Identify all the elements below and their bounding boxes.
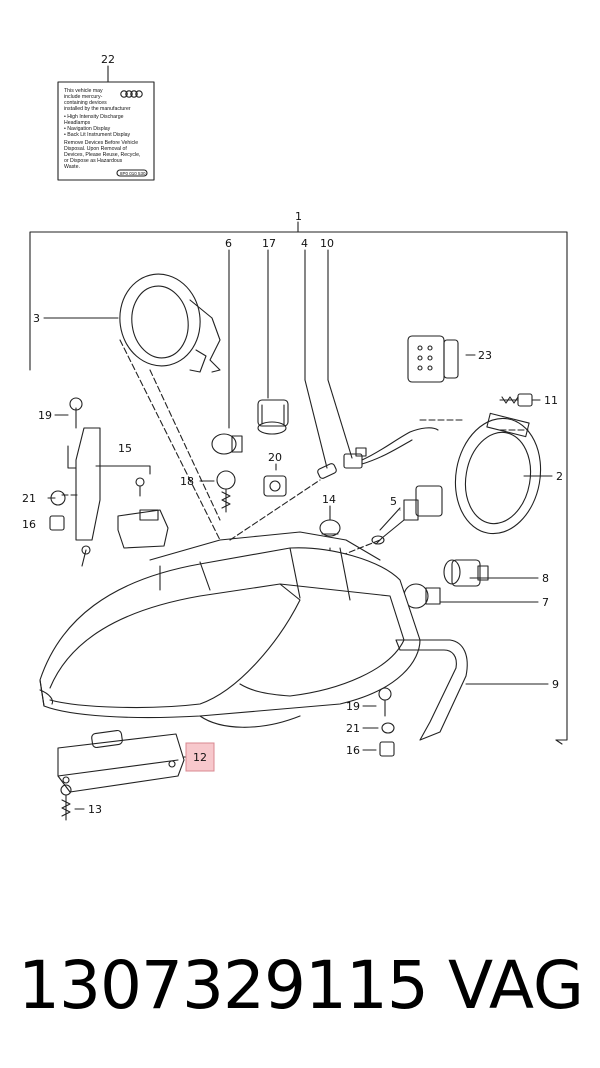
callout-4: 4 <box>301 237 308 250</box>
callout-7: 7 <box>542 596 549 609</box>
svg-text:installed by the manufacturer: installed by the manufacturer <box>64 106 131 112</box>
callout-13: 13 <box>88 803 102 816</box>
callout-12: 12 <box>193 751 207 764</box>
bulb-6 <box>211 433 243 455</box>
headlamp-housing <box>39 531 421 728</box>
left-bracket <box>49 397 145 567</box>
callout-8: 8 <box>542 572 549 585</box>
callout-2: 2 <box>556 470 563 483</box>
svg-text:• High Intensity Discharge: • High Intensity Discharge <box>64 114 124 120</box>
callout-22: 22 <box>101 53 115 66</box>
assembly-bracket-1 <box>29 221 568 745</box>
trim-strip-9 <box>395 639 468 741</box>
callout-3: 3 <box>33 312 40 325</box>
svg-text:• Back Lit Instrument Display: • Back Lit Instrument Display <box>64 132 131 138</box>
bulb-7 <box>403 583 441 609</box>
retaining-ring-2 <box>454 412 542 535</box>
callout-19a: 19 <box>38 409 52 422</box>
callout-6: 6 <box>225 237 232 250</box>
svg-text:Devices, Please Reuse, Recycle: Devices, Please Reuse, Recycle, <box>64 152 140 158</box>
svg-text:Waste.: Waste. <box>64 164 80 170</box>
svg-text:or Dispose as Hazardous: or Dispose as Hazardous <box>64 158 123 164</box>
callout-16a: 16 <box>22 518 36 531</box>
warning-label-text: This vehicle may include mercury- contai… <box>64 88 146 176</box>
callout-numbers: 22 1 6 17 4 10 3 23 11 19 15 20 2 18 21 … <box>22 53 563 816</box>
callout-10: 10 <box>320 237 334 250</box>
callout-19b: 19 <box>346 700 360 713</box>
callout-9: 9 <box>552 678 559 691</box>
svg-text:• Navigation Display: • Navigation Display <box>64 126 111 132</box>
cap-14 <box>319 519 341 537</box>
svg-text:Remove Devices Before Vehicle: Remove Devices Before Vehicle <box>64 140 138 146</box>
svg-text:containing devices: containing devices <box>64 100 107 106</box>
callout-17: 17 <box>262 237 276 250</box>
control-unit-12 <box>57 729 185 821</box>
bracket-15 <box>95 465 169 549</box>
bulb-4 <box>317 463 337 479</box>
right-fasteners <box>378 687 395 757</box>
svg-text:This vehicle may: This vehicle may <box>64 88 103 94</box>
callout-21a: 21 <box>22 492 36 505</box>
callout-16b: 16 <box>346 744 360 757</box>
callout-15: 15 <box>118 442 132 455</box>
callout-5: 5 <box>390 495 397 508</box>
audi-rings-logo <box>120 90 143 98</box>
callout-18: 18 <box>180 475 194 488</box>
xenon-bulb-5 <box>371 485 443 545</box>
retaining-ring-3 <box>119 273 221 373</box>
part-number-footer: 1307329115 VAG <box>0 936 600 1036</box>
callout-1: 1 <box>295 210 302 223</box>
connector-23 <box>407 335 459 383</box>
callout-20: 20 <box>268 451 282 464</box>
brand-name: VAG <box>448 947 585 1024</box>
bulb-socket-17 <box>257 399 289 435</box>
svg-text:Headlamps: Headlamps <box>64 120 91 126</box>
svg-text:include mercury-: include mercury- <box>64 94 103 100</box>
callout-14: 14 <box>322 493 336 506</box>
screw-11 <box>499 393 533 407</box>
warning-label-22 <box>57 65 155 181</box>
callout-11: 11 <box>544 394 558 407</box>
callout-12-highlight <box>185 742 215 772</box>
svg-text:8P0 010 530: 8P0 010 530 <box>120 171 146 176</box>
clip-nut-20 <box>263 475 287 497</box>
part-number: 1307329115 <box>18 947 429 1024</box>
wire-harness-10 <box>343 427 439 469</box>
bulb-holder-8 <box>443 559 489 587</box>
screw-18 <box>216 470 236 513</box>
svg-text:Disposal. Upon Removal of: Disposal. Upon Removal of <box>64 146 127 152</box>
callout-leader-lines <box>43 249 553 810</box>
callout-23: 23 <box>478 349 492 362</box>
callout-21b: 21 <box>346 722 360 735</box>
